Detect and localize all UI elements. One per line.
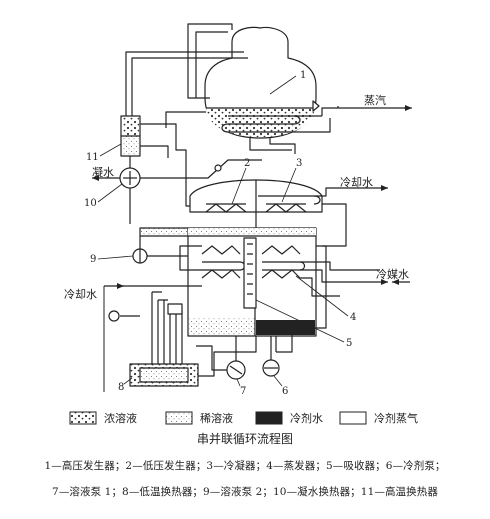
cooling-water-in-label: 冷却水 [64,288,97,301]
hp-solution-line [131,57,248,72]
callout-8: 8 [118,382,124,393]
callout-11: 11 [86,152,99,163]
callout-10: 10 [84,198,97,209]
steam-label: 蒸汽 [364,93,386,107]
condensate-label: 凝水 [92,165,114,179]
low-temp-heat-exchanger [129,363,199,387]
callout-4: 4 [350,312,356,323]
legend-swatch-concentrated [69,411,97,425]
evaporator-absorber-shell [139,227,317,337]
solution-pump-1 [226,360,246,380]
legend: 浓溶液 稀溶液 冷剂水 冷剂蒸气 [69,411,418,425]
legend-label-concentrated: 浓溶液 [104,411,137,425]
callout-7: 7 [240,386,246,397]
cooling-water-out-label: 冷却水 [340,176,373,189]
legend-label-refrigerant-vapor: 冷剂蒸气 [374,411,418,425]
callout-6: 6 [282,386,288,397]
refrigerant-pump [262,359,280,377]
legend-swatch-refrigerant-water [255,411,283,425]
caption-line-2: 7—溶液泵 1；8—低温换热器；9—溶液泵 2；10—凝水换热器；11—高温换热… [52,486,438,498]
condensate-heat-exchanger [119,167,141,189]
legend-swatch-dilute [165,411,193,425]
legend-label-dilute: 稀溶液 [200,411,233,425]
callout-1: 1 [300,70,306,81]
vapor-pipe-top [187,23,233,99]
refrigerant-return [276,245,327,353]
callout-5: 5 [346,338,352,349]
solution-pump-2 [132,248,148,264]
legend-label-refrigerant-water: 冷剂水 [290,411,323,425]
component-numbers: 1 2 3 4 5 6 7 8 9 10 11 [84,70,356,397]
callout-9: 9 [90,254,96,265]
figure-title: 串并联循环流程图 [196,432,293,446]
lp-generator-condenser-shell [189,179,323,228]
legend-swatch-refrigerant-vapor [339,411,367,425]
high-temp-heat-exchanger [120,115,141,157]
high-pressure-generator [204,26,412,154]
chilled-water-label: 冷媒水 [376,268,409,281]
cooling-water-outlet [314,185,388,197]
caption-line-1: 1—高压发生器；2—低压发生器；3—冷凝器；4—蒸发器；5—吸收器；6—冷剂泵； [44,460,446,472]
callout-3: 3 [296,158,302,169]
chilled-water-line [300,261,380,271]
callout-2: 2 [244,158,250,169]
